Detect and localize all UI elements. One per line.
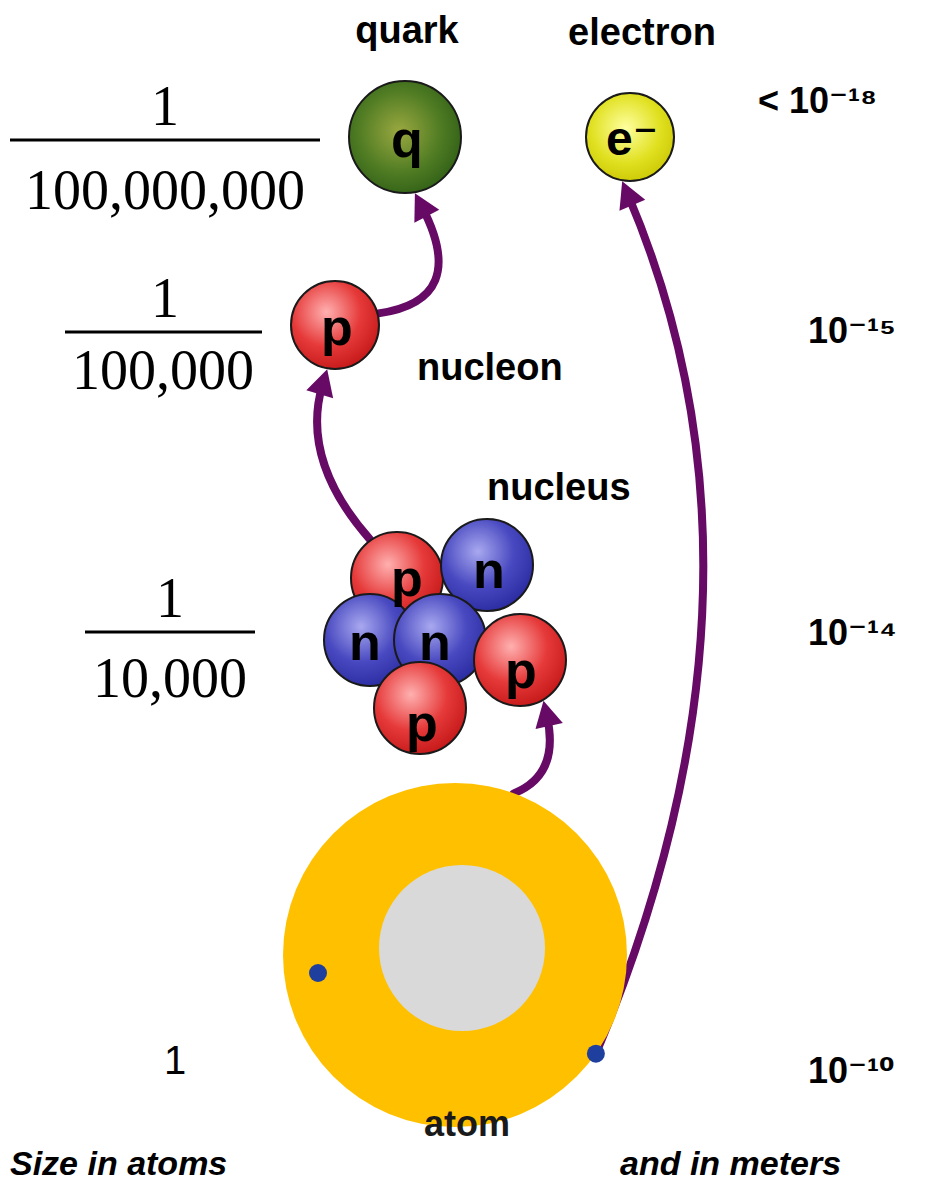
fraction-denominator-holder: 10,000 <box>0 645 470 725</box>
particle-letter: e⁻ <box>606 112 658 165</box>
size-meters: 10⁻¹⁰ <box>808 1050 895 1091</box>
nucleus-group: nucleuspnnnpp <box>300 465 645 765</box>
particle-letter: q <box>391 110 423 168</box>
atom-circle: atom <box>283 783 627 1127</box>
node-heading: electron <box>568 11 716 53</box>
nucleus-region <box>379 865 545 1031</box>
size-meters-holder: 10⁻¹⁵ <box>808 309 896 359</box>
nucleon-circle: pnucleon <box>290 280 380 370</box>
particle-letter: p <box>406 694 438 752</box>
node-heading-holder: nucleus <box>487 464 631 518</box>
fraction-numerator-holder: 1 <box>0 265 465 345</box>
fraction-bar <box>10 139 320 142</box>
proton-circle: p <box>373 661 467 755</box>
fraction-numerator: 1 <box>156 567 184 629</box>
size-meters: 10⁻¹⁴ <box>808 612 897 653</box>
fraction-denominator: 100,000,000 <box>25 159 305 221</box>
node-heading: atom <box>424 1103 510 1144</box>
fraction-bar <box>65 331 262 334</box>
node-heading: quark <box>355 9 458 51</box>
arrowhead <box>535 701 562 729</box>
arrow-connector <box>378 193 439 313</box>
axis-caption: and in meters <box>620 1144 841 1182</box>
arrowhead <box>619 181 645 210</box>
size-ratio: 1 <box>164 1038 186 1082</box>
node-heading-holder: nucleon <box>417 344 563 398</box>
particle-letter-holder: n <box>189 539 789 614</box>
size-meters: < 10⁻¹⁸ <box>758 80 877 121</box>
fraction-denominator-holder: 100,000 <box>0 337 463 417</box>
fraction-denominator: 10,000 <box>93 647 247 709</box>
atom-illustration <box>283 783 627 1127</box>
size-ratio-holder: 1 <box>0 1036 475 1093</box>
fraction-bar <box>85 631 255 634</box>
particle-letter: p <box>391 549 423 607</box>
particle-letter: p <box>321 298 353 356</box>
size-meters-holder: 10⁻¹⁰ <box>808 1049 895 1099</box>
connector-line <box>378 207 438 313</box>
particle-letter: n <box>419 613 451 671</box>
quark-circle: quarkq <box>348 80 462 194</box>
arrow-connector <box>514 701 563 794</box>
axis-caption-holder: Size in atoms <box>10 1143 227 1186</box>
particle-letter: n <box>349 613 381 671</box>
particle-letter: n <box>473 541 505 599</box>
electron-dot <box>309 964 327 982</box>
size-meters-holder: < 10⁻¹⁸ <box>758 79 877 129</box>
fraction-numerator: 1 <box>151 267 179 329</box>
proton-circle: p <box>473 613 567 707</box>
arrow-connector <box>306 369 370 539</box>
fraction-denominator-holder: 100,000,000 <box>0 157 465 237</box>
axis-caption-holder: and in meters <box>620 1143 841 1186</box>
particle-letter-holder: p <box>221 639 821 714</box>
electron-circle: electrone⁻ <box>585 92 675 182</box>
size-meters-holder: 10⁻¹⁴ <box>808 611 897 661</box>
connector-line <box>317 385 370 540</box>
axis-caption: Size in atoms <box>10 1144 227 1182</box>
particle-letter: p <box>505 641 537 699</box>
node-heading: nucleus <box>487 466 631 508</box>
arrowhead <box>306 369 333 398</box>
arrowhead <box>414 193 439 223</box>
node-heading: nucleon <box>417 346 563 388</box>
size-meters: 10⁻¹⁵ <box>808 310 896 351</box>
connector-line <box>514 716 550 793</box>
electron-dot <box>587 1045 605 1063</box>
fraction-denominator: 100,000 <box>72 339 254 401</box>
fraction-numerator: 1 <box>151 75 179 137</box>
